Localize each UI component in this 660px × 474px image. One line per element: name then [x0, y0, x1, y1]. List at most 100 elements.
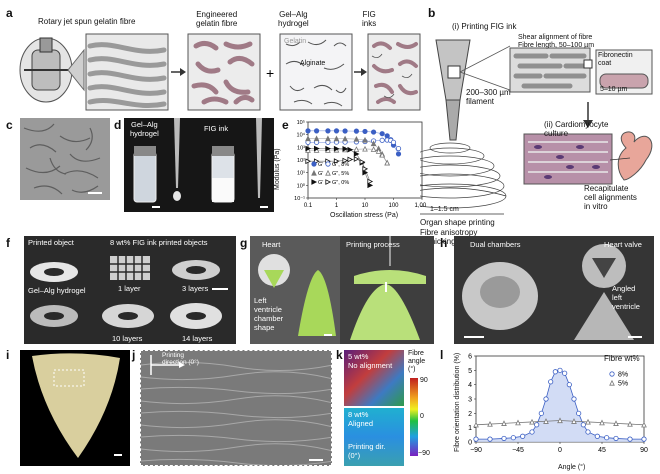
- data-point: [325, 128, 331, 134]
- x-tick-label: 100: [388, 203, 399, 209]
- printed-object-label: Printed object: [28, 238, 74, 247]
- fourteen-layers-label: 14 layers: [182, 334, 213, 343]
- panel-l-label: l: [440, 348, 444, 362]
- data-point: [552, 369, 558, 375]
- heart-valve-label: Heart valve: [604, 240, 642, 249]
- gel-alg-vial-label: Gel–Alg hydrogel: [130, 120, 159, 138]
- angled-lv-label: Angled left ventricle: [612, 284, 640, 311]
- data-point: [305, 135, 311, 142]
- panel-b-label: b: [428, 6, 436, 20]
- data-point: [641, 421, 647, 428]
- fibre-micrograph: [20, 118, 110, 200]
- data-point: [305, 158, 312, 165]
- colorbar-mid: 0: [420, 413, 424, 420]
- legend-label: 8%: [618, 372, 628, 379]
- data-point: [599, 419, 605, 426]
- panel-e-label: e: [282, 118, 289, 132]
- panel-i-label: i: [6, 348, 10, 362]
- data-point: [580, 422, 586, 428]
- filament-label: 200–300 µm filament: [466, 88, 511, 106]
- data-point: [473, 436, 479, 442]
- legend-marker: [609, 379, 615, 386]
- x-tick-label: 1: [335, 203, 339, 209]
- organ-printing-label: Organ shape printing: [420, 218, 495, 227]
- x-tick-label: 1,000: [414, 203, 426, 209]
- x-tick-label: 10: [362, 203, 369, 209]
- orientation-map-8wt: [344, 408, 404, 466]
- panel-d-label: d: [114, 118, 122, 132]
- data-point: [395, 145, 402, 152]
- fibre-angle-title: Fibre angle (°): [408, 350, 426, 373]
- y-tick-label: 10⁻¹: [294, 196, 305, 202]
- data-point: [487, 436, 493, 442]
- ink-vial-photo: [124, 118, 274, 212]
- data-point: [594, 433, 600, 439]
- printed-objects-photo: [24, 236, 236, 344]
- data-point: [362, 169, 369, 176]
- gel-alg-object-label: Gel–Alg hydrogel: [28, 286, 86, 295]
- data-point: [395, 151, 402, 157]
- plus-sign: +: [266, 65, 274, 81]
- data-point: [347, 156, 354, 163]
- step2-label: Engineered gelatin fibre: [196, 10, 238, 28]
- data-point: [534, 422, 540, 428]
- printing-fig-ink-label: (i) Printing FIG ink: [452, 22, 517, 31]
- colorbar-min: −90: [418, 450, 430, 457]
- data-point: [353, 128, 360, 134]
- data-point: [543, 418, 549, 424]
- x-tick-label: −45: [512, 447, 524, 454]
- data-point: [501, 420, 507, 426]
- y-tick-label: 0: [468, 440, 472, 447]
- data-point: [627, 420, 633, 427]
- one-layer-label: 1 layer: [118, 284, 141, 293]
- y-tick-label: 10²: [297, 158, 305, 164]
- ten-layers-label: 10 layers: [112, 334, 143, 343]
- panel-g-label: g: [240, 236, 248, 250]
- legend-marker: [311, 179, 318, 185]
- fig-printed-title: 8 wt% FIG ink printed objects: [110, 238, 208, 247]
- diameter-label: 5–10 µm: [600, 86, 628, 93]
- x-tick-label: 0.1: [304, 203, 313, 209]
- data-point: [370, 140, 377, 147]
- scale-bar: [88, 192, 102, 194]
- data-point: [362, 128, 368, 135]
- data-point: [342, 157, 349, 164]
- legend-label: G′: [318, 171, 323, 177]
- data-point: [367, 182, 374, 189]
- legend-marker: [325, 161, 331, 167]
- gelatin-label: Gelatin: [284, 38, 307, 45]
- panel-k-label: k: [336, 348, 343, 362]
- panel-c-label: c: [6, 118, 13, 132]
- l-x-axis-label: Angle (°): [558, 464, 586, 471]
- data-point: [487, 420, 493, 427]
- data-point: [342, 145, 349, 152]
- data-point: [557, 367, 563, 373]
- data-point: [333, 135, 340, 142]
- data-point: [473, 421, 479, 428]
- scale-bar: [464, 336, 484, 338]
- legend-label: G′: [318, 180, 323, 186]
- y-tick-label: 5: [468, 368, 472, 375]
- data-point: [370, 146, 377, 152]
- printing-direction-label: Printing direction (0°): [162, 352, 199, 366]
- series-area: [476, 370, 644, 442]
- data-point: [333, 145, 340, 152]
- data-point: [305, 145, 312, 152]
- data-point: [384, 159, 391, 166]
- legend-label: 5%: [618, 381, 628, 388]
- data-point: [538, 410, 544, 416]
- x-axis-label: Oscillation stress (Pa): [330, 212, 399, 219]
- scale-bar: [309, 459, 323, 461]
- legend-label: G″, 8%: [332, 162, 349, 168]
- scale-bar: [260, 206, 268, 208]
- y-tick-label: 10¹: [297, 171, 305, 177]
- legend-label: G″, 5%: [332, 171, 349, 177]
- data-point: [562, 370, 568, 376]
- x-tick-label: 0: [558, 447, 562, 454]
- data-point: [641, 436, 647, 442]
- fibronectin-label: Fibronectin coat: [598, 52, 633, 67]
- scale-bar: [152, 206, 160, 208]
- y-tick-label: 4: [468, 382, 472, 389]
